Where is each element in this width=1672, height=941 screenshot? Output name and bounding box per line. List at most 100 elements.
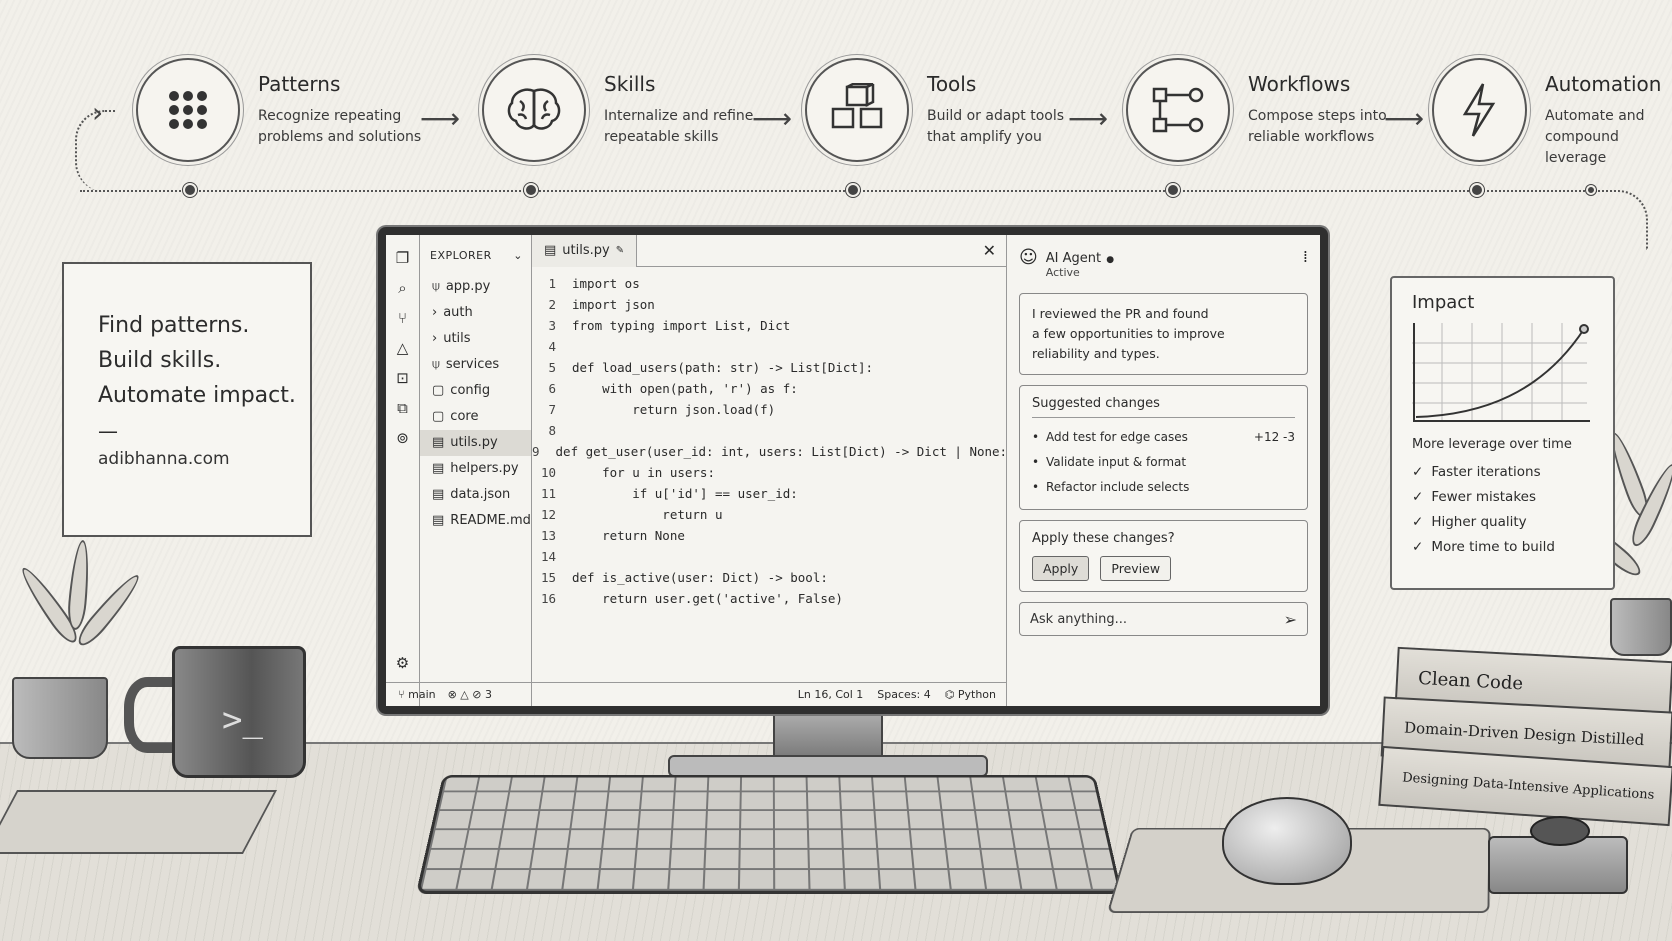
code-line: 14 xyxy=(532,546,1006,567)
status-dot-icon: ● xyxy=(1106,255,1115,265)
tree-item-helpers-py[interactable]: ▤helpers.py xyxy=(430,456,531,482)
problems-indicator[interactable]: ⊗ △ ⊘ 3 xyxy=(448,688,492,701)
note-dash: — xyxy=(98,419,118,443)
suggestion-item[interactable]: •Validate input & format xyxy=(1032,449,1295,474)
step-description: Automate and compound leverage xyxy=(1544,108,1645,166)
code-line: 11 if u['id'] == user_id: xyxy=(532,483,1006,504)
suggestion-item[interactable]: •Add test for edge cases+12 -3 xyxy=(1032,424,1295,449)
flow-step-patterns: Patterns Recognize repeating problems an… xyxy=(136,58,421,162)
tree-item-readme-md[interactable]: ▤ README.md xyxy=(430,508,531,534)
more-options-icon[interactable]: ⁞ xyxy=(1302,247,1308,266)
code-text: def is_active(user: Dict) -> bool: xyxy=(572,570,828,585)
tree-label: core xyxy=(450,409,479,424)
motto-note-card: Find patterns. Build skills. Automate im… xyxy=(62,262,312,537)
suggested-changes-panel: Suggested changes •Add test for edge cas… xyxy=(1019,385,1308,510)
line-number: 16 xyxy=(540,591,556,606)
agent-name: AI Agent xyxy=(1045,251,1102,266)
step-description: Compose steps into reliable workflows xyxy=(1248,108,1387,145)
impact-item: ✓More time to build xyxy=(1412,539,1593,564)
plant-pot xyxy=(1610,598,1672,656)
gear-icon[interactable]: ⚙ xyxy=(395,654,410,672)
step-description: Recognize repeating problems and solutio… xyxy=(258,108,422,145)
agent-status: Active xyxy=(1045,266,1080,279)
language-mode[interactable]: ⌬ Python xyxy=(945,688,996,701)
git-branch-icon: ⑂ xyxy=(398,688,409,701)
grid-dots-icon xyxy=(136,58,240,162)
control-knob xyxy=(1530,816,1590,846)
motto-line: Find patterns. xyxy=(98,313,250,338)
extensions-icon[interactable]: ⊡ xyxy=(396,369,409,387)
apply-button[interactable]: Apply xyxy=(1032,556,1090,581)
step-title: Patterns xyxy=(258,72,341,96)
impact-caption: More leverage over time xyxy=(1412,437,1572,452)
tree-item-auth[interactable]: ›auth xyxy=(430,300,531,326)
source-control-icon[interactable]: ⑂ xyxy=(397,309,407,327)
code-line: 10 for u in users: xyxy=(532,462,1006,483)
close-icon[interactable]: ✕ xyxy=(982,241,996,260)
lightning-icon xyxy=(1432,58,1527,162)
line-number: 6 xyxy=(548,381,556,396)
growth-curve-graph xyxy=(1412,323,1590,422)
impact-item-label: Faster iterations xyxy=(1431,464,1541,480)
tree-label: helpers.py xyxy=(450,461,519,476)
tree-label: data.json xyxy=(450,487,511,502)
flow-loop-right xyxy=(1598,190,1648,250)
tree-item-core[interactable]: ▢ core xyxy=(430,404,531,430)
diff-count: +12 -3 xyxy=(1253,429,1295,444)
tree-item-config[interactable]: ▢config xyxy=(430,378,531,404)
code-text: def load_users(path: str) -> List[Dict]: xyxy=(572,360,874,375)
debug-icon[interactable]: △ xyxy=(396,339,409,357)
cursor-position[interactable]: Ln 16, Col 1 xyxy=(797,688,864,701)
indentation[interactable]: Spaces: 4 xyxy=(877,688,931,701)
ask-input[interactable]: Ask anything... ➢ xyxy=(1019,602,1308,636)
line-number: 4 xyxy=(548,339,556,354)
code-line: 16 return user.get('active', False) xyxy=(532,588,1006,609)
loop-arrow-icon: › xyxy=(92,96,104,129)
tree-item-data-json[interactable]: ▤data.json xyxy=(430,482,531,508)
search-icon[interactable]: ⌕ xyxy=(398,279,407,297)
tree-item-utils-py[interactable]: ▤utils.py xyxy=(420,430,531,456)
tab-utils-py[interactable]: ▤ utils.py ✎ xyxy=(532,234,638,267)
settings-sync-icon[interactable]: ⊚ xyxy=(396,429,409,447)
ide-screen: ❐ ⌕ ⑂ △ ⊡ ⧉ ⊚ ⚙ EXPLORER ⌄ ⍦app.py ›auth… xyxy=(386,234,1320,706)
branch-indicator[interactable]: ⑂ main xyxy=(398,688,436,701)
monitor: ❐ ⌕ ⑂ △ ⊡ ⧉ ⊚ ⚙ EXPLORER ⌄ ⍦app.py ›auth… xyxy=(378,227,1328,714)
impact-item: ✓Fewer mistakes xyxy=(1412,489,1593,514)
tree-item-app-py[interactable]: ⍦app.py xyxy=(430,274,531,300)
chevron-down-icon[interactable]: ⌄ xyxy=(513,249,523,262)
problems-count: 3 xyxy=(484,688,492,701)
tree-label: README.md xyxy=(450,513,531,528)
tree-item-services[interactable]: ⍦services xyxy=(430,352,531,378)
plant-pot xyxy=(12,677,108,759)
folder-icon: ▢ xyxy=(432,409,445,424)
line-number: 12 xyxy=(540,507,556,522)
copy-icon[interactable]: ⧉ xyxy=(397,399,408,417)
mug-handle xyxy=(124,677,182,753)
tree-item-utils[interactable]: ›utils xyxy=(430,326,531,352)
line-number: 5 xyxy=(548,360,556,375)
code-line: 7 return json.load(f) xyxy=(532,399,1006,420)
code-line: 4 xyxy=(532,336,1006,357)
bullet-icon: • xyxy=(1032,429,1040,444)
cubes-icon xyxy=(805,58,909,162)
file-icon: ▤ xyxy=(432,435,445,450)
file-icon: ▤ xyxy=(432,513,445,528)
line-number: 11 xyxy=(540,486,556,501)
code-text: return None xyxy=(572,528,685,543)
impact-card: Impact More leverage over time ✓Faster i… xyxy=(1390,276,1615,590)
preview-button[interactable]: Preview xyxy=(1100,556,1172,581)
flow-dot xyxy=(1470,183,1484,197)
pin-icon[interactable]: ✎ xyxy=(615,245,625,256)
files-icon[interactable]: ❐ xyxy=(395,249,410,267)
suggestions-title: Suggested changes xyxy=(1032,396,1295,418)
flow-loop-left xyxy=(75,110,115,192)
suggestion-item[interactable]: •Refactor include selects xyxy=(1032,474,1295,499)
explorer-title: EXPLORER xyxy=(430,249,492,262)
flow-step-tools: Tools Build or adapt tools that amplify … xyxy=(805,58,1064,162)
send-icon[interactable]: ➢ xyxy=(1283,609,1297,629)
ask-placeholder: Ask anything... xyxy=(1030,611,1128,627)
tree-label: services xyxy=(445,357,500,372)
impact-title: Impact xyxy=(1412,292,1475,313)
